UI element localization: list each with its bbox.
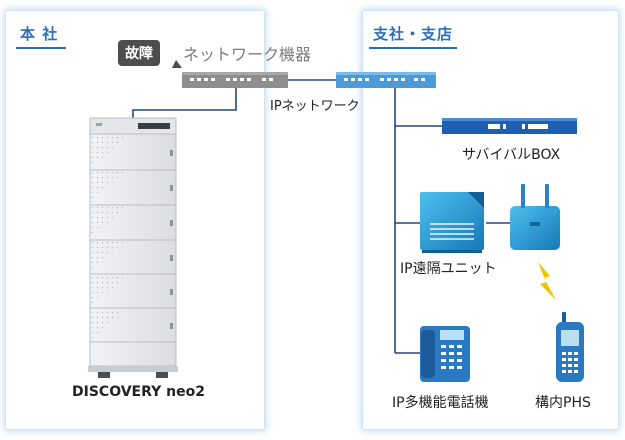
line-server-to-switch [132,88,237,120]
ip-network-label: IPネットワーク [270,99,360,114]
antenna-base-station [510,184,560,250]
ip-remote-unit-label: IP遠隔ユニット [400,261,497,277]
headquarters-title-underline [16,47,66,49]
branch-title-underline [369,47,457,49]
server-label: DISCOVERY neo2 [72,384,205,400]
survival-box-label: サバイバルBOX [462,147,561,163]
survival-box-device [442,118,577,134]
branch-network-switch [336,72,436,88]
ip-phone-label: IP多機能電話機 [392,395,489,411]
branch-title: 支社・支店 [373,25,454,43]
headquarters-title: 本 社 [20,25,59,43]
connection-lines [132,79,510,354]
wireless-lightning-icon [538,262,556,300]
fault-badge: 故障 [118,40,160,66]
phs-handset-device [556,312,584,382]
ip-phone-device [420,326,470,382]
network-device-label: ネットワーク機器 [183,45,312,64]
ip-remote-unit-device [420,192,484,253]
faulty-network-switch [172,60,288,88]
phs-label: 構内PHS [535,395,591,411]
discovery-server [88,117,178,378]
